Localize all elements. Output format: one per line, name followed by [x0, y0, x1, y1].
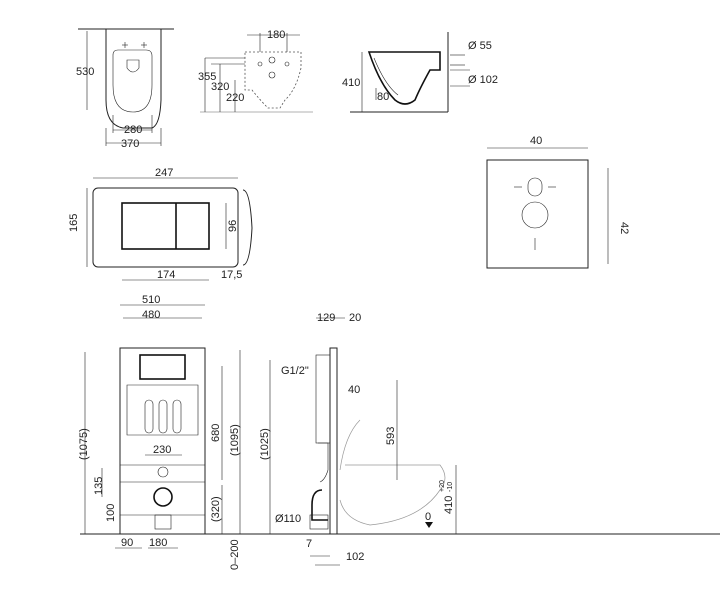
dim-7: 7 [306, 538, 312, 550]
dim-180: 180 [149, 537, 167, 549]
dim-90: 90 [121, 537, 133, 549]
floor-level-label: 0 [425, 511, 431, 523]
frame-front-view: 510 480 (1075) 680 (1095) 230 135 100 (3… [78, 294, 720, 570]
dim-480: 480 [142, 309, 160, 321]
dim-593: 593 [385, 427, 397, 445]
dim-280: 280 [124, 124, 142, 136]
mounting-holes-view: 180 355 320 220 [198, 29, 313, 113]
dim-135: 135 [93, 477, 105, 495]
dim-d55: Ø 55 [468, 40, 492, 52]
dim-d110: Ø110 [275, 513, 301, 525]
sound-insulation-pad: 40 42 [486, 135, 630, 269]
dim-247: 247 [155, 167, 173, 179]
dim-42: 42 [618, 222, 630, 234]
toilet-top-view: 530 280 370 [76, 28, 174, 150]
dim-510: 510 [142, 294, 160, 306]
dim-40: 40 [530, 135, 542, 147]
frame-side-view: 129 20 G1/2" 40 593 (1025) Ø110 7 102 0 … [259, 312, 457, 566]
dim-96: 96 [227, 220, 239, 232]
dim-220: 220 [226, 92, 244, 104]
dim-1095: (1095) [229, 424, 241, 456]
dim-174: 174 [157, 269, 175, 281]
dim-1025: (1025) [259, 428, 271, 460]
dim-d102: Ø 102 [468, 74, 498, 86]
dim-530: 530 [76, 66, 94, 78]
dim-680: 680 [210, 424, 222, 442]
dim-370: 370 [121, 138, 139, 150]
dim-410: 410 [443, 496, 455, 514]
dim-100: 100 [105, 504, 117, 522]
dim-320: 320 [211, 81, 229, 93]
toilet-side-view: 410 80 Ø 55 Ø 102 [342, 32, 498, 113]
dim-20: 20 [349, 312, 361, 324]
water-connection-label: G1/2" [281, 365, 309, 377]
dim-17-5: 17,5 [221, 269, 242, 281]
tolerance-minus: -10 [447, 482, 454, 492]
dim-165: 165 [68, 214, 80, 232]
dim-230: 230 [153, 444, 171, 456]
floor-level-marker [425, 522, 433, 528]
dim-410: 410 [342, 77, 360, 89]
dim-320: (320) [210, 496, 222, 522]
dim-80: 80 [377, 91, 389, 103]
tolerance-plus: +20 [439, 480, 446, 492]
dim-180: 180 [267, 29, 285, 41]
dim-0-200: 0–200 [229, 539, 241, 570]
flush-plate-view: 247 165 96 174 17,5 [68, 167, 253, 281]
dim-1075: (1075) [78, 428, 90, 460]
dim-355: 355 [198, 71, 216, 83]
dim-102: 102 [346, 551, 364, 563]
dim-129: 129 [317, 312, 335, 324]
dim-40: 40 [348, 384, 360, 396]
